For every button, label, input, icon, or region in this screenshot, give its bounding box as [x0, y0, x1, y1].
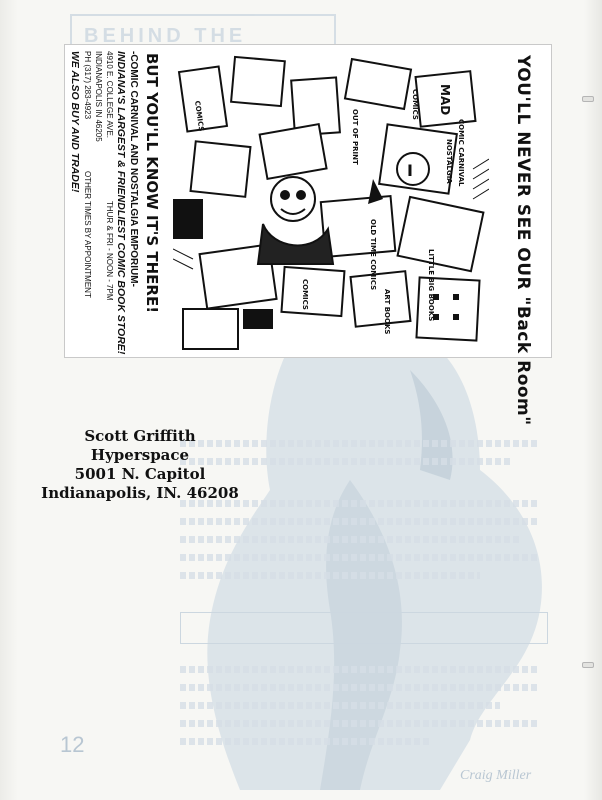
bleed-text-line [180, 518, 540, 525]
ad-headline: YOU'LL NEVER SEE OUR "Back Room" [513, 55, 533, 426]
bleed-text-line [180, 666, 540, 673]
cartoon-label: ART BOOKS [383, 289, 391, 334]
bleed-text-line [180, 440, 540, 447]
cartoon-label: COMIC CARNIVAL [457, 119, 465, 187]
cartoon-label: OUT OF PRINT [351, 109, 359, 165]
cartoon-label: MAD [438, 84, 452, 115]
mailing-address: Scott Griffith Hyperspace 5001 N. Capito… [40, 427, 240, 503]
bleed-text-line [180, 702, 500, 709]
cartoon-label: COMICS [411, 89, 419, 120]
store-phone: PH (317) 283-4923 [83, 51, 92, 120]
store-other-times: OTHER TIMES BY APPOINTMENT [83, 171, 92, 298]
recipient-name: Scott Griffith [84, 427, 196, 445]
recipient-company: Hyperspace [90, 446, 190, 464]
cartoon-label: OLD TIME COMICS [369, 219, 377, 290]
store-hours: THUR & FRI - NOON - 7PM [105, 201, 114, 301]
cartoon-label: NOSTALGIA [445, 139, 453, 184]
staple-mark [582, 662, 594, 668]
recipient-city: Indianapolis, IN. 46208 [41, 484, 239, 502]
bleed-text-line [180, 720, 540, 727]
staple-mark [582, 96, 594, 102]
bleed-text-line [180, 738, 430, 745]
bleed-through-box [180, 612, 548, 644]
bleed-text-line [180, 572, 480, 579]
store-city: INDIANAPOLIS IN 46205 [94, 51, 103, 142]
store-info: -COMIC CARNIVAL AND NOSTALGIA EMPORIUM- … [67, 51, 139, 355]
bleed-text-line [180, 500, 540, 507]
bleed-text-line [180, 458, 510, 465]
store-name: -COMIC CARNIVAL AND NOSTALGIA EMPORIUM- [128, 51, 139, 287]
bleed-text-line [180, 536, 520, 543]
cartoon-label: COMICS [301, 279, 309, 310]
bleed-through-signature: Craig Miller [460, 768, 532, 783]
cartoon-label: LITTLE BIG BOOKS [427, 249, 435, 321]
back-room-cartoon: I COMICS COMICS OUT OF PRINT MAD COMIC C… [173, 49, 489, 353]
bleed-text-line [180, 684, 540, 691]
bleed-text-line [180, 554, 540, 561]
svg-text:I: I [407, 161, 413, 180]
ad-subheadline: BUT YOU'LL KNOW IT'S THERE! [143, 53, 161, 314]
bleed-through-page-number: 12 [60, 732, 85, 757]
store-tagline: INDIANA'S LARGEST & FRIENDLIEST COMIC BO… [115, 51, 127, 355]
store-street: 4910 E. COLLEGE AVE. [105, 51, 114, 139]
recipient-street: 5001 N. Capitol [74, 465, 206, 483]
comic-store-advertisement: YOU'LL NEVER SEE OUR "Back Room" [64, 44, 552, 426]
store-buy-trade: WE ALSO BUY AND TRADE! [69, 51, 81, 193]
